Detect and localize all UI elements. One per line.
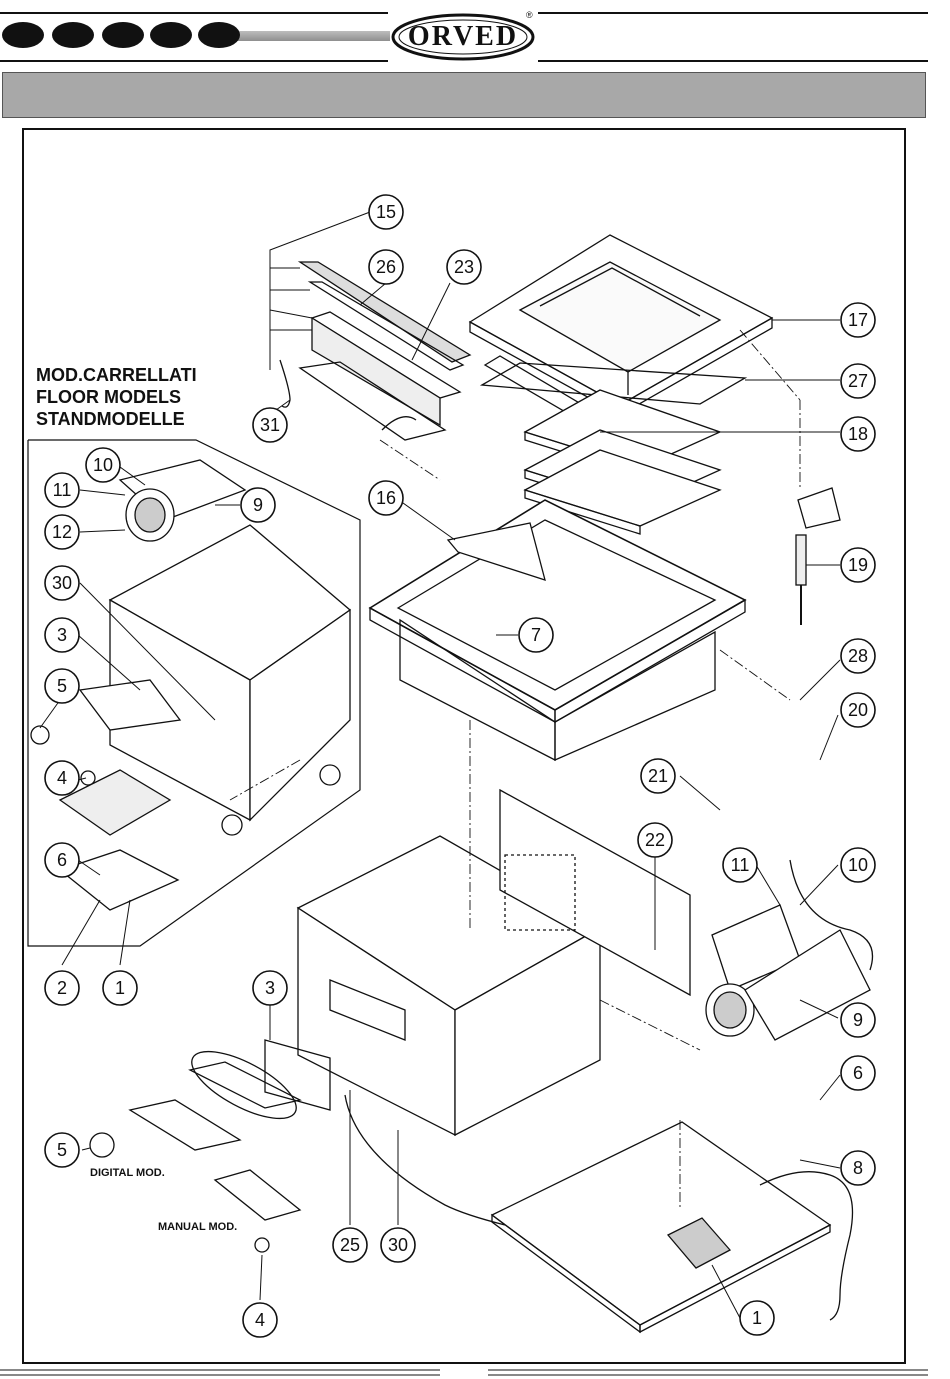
callout-5: 5: [57, 1140, 67, 1160]
inset-vacuum-pump: [120, 460, 245, 541]
callout-9: 9: [853, 1010, 863, 1030]
callout-20: 20: [848, 700, 868, 720]
callout-10: 10: [848, 855, 868, 875]
stand-label-line: FLOOR MODELS: [36, 386, 197, 408]
callout-16: 16: [376, 488, 396, 508]
inset-callout-5: 5: [57, 676, 67, 696]
front-control-panel: [90, 1038, 330, 1252]
stand-label-line: STANDMODELLE: [36, 408, 197, 430]
callout-1: 1: [752, 1308, 762, 1328]
digital-mod-label: DIGITAL MOD.: [90, 1167, 165, 1179]
vacuum-chamber: [370, 500, 745, 760]
callout-30: 30: [388, 1235, 408, 1255]
inset-callout-1: 1: [115, 978, 125, 998]
callout-27: 27: [848, 371, 868, 391]
inset-callout-10: 10: [93, 455, 113, 475]
stand-label-line: MOD.CARRELLATI: [36, 364, 197, 386]
base-plate: [492, 1122, 830, 1332]
callout-11: 11: [731, 855, 750, 875]
callout-26: 26: [376, 257, 396, 277]
inset-callout-11: 11: [53, 480, 72, 500]
callout-22: 22: [645, 830, 665, 850]
callout-19: 19: [848, 555, 868, 575]
callout-15: 15: [376, 202, 396, 222]
inset-callout-3: 3: [57, 625, 67, 645]
callout-17: 17: [848, 310, 868, 330]
callout-3: 3: [265, 978, 275, 998]
callout-23: 23: [454, 257, 474, 277]
stand-models-label: MOD.CARRELLATI FLOOR MODELS STANDMODELLE: [36, 364, 197, 430]
sealing-bar-assembly: [280, 262, 470, 440]
callout-6: 6: [853, 1063, 863, 1083]
footer-rules: [0, 1370, 928, 1375]
manual-mod-label: MANUAL MOD.: [158, 1221, 237, 1233]
callout-25: 25: [340, 1235, 360, 1255]
callout-18: 18: [848, 424, 868, 444]
machine-body: [298, 790, 690, 1135]
callout-4: 4: [255, 1310, 265, 1330]
callout-8: 8: [853, 1158, 863, 1178]
inset-callout-2: 2: [57, 978, 67, 998]
callout-21: 21: [648, 766, 668, 786]
inset-callout-4: 4: [57, 768, 67, 788]
inset-callout-12: 12: [52, 522, 72, 542]
callout-28: 28: [848, 646, 868, 666]
callout-31: 31: [260, 415, 280, 435]
callout-7: 7: [531, 625, 541, 645]
inset-callout-9: 9: [253, 495, 263, 515]
inset-callout-30: 30: [52, 573, 72, 593]
gas-spring: [796, 488, 840, 625]
inset-callout-6: 6: [57, 850, 67, 870]
